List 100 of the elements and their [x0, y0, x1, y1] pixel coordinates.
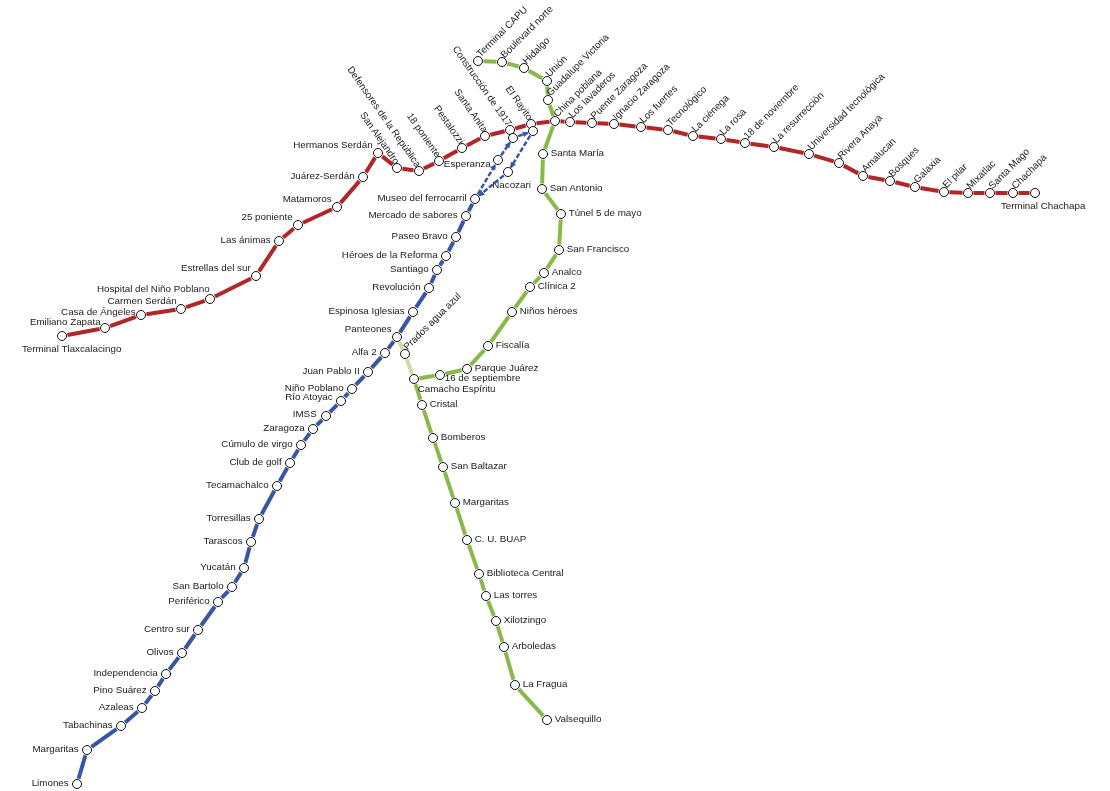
station-name: 16 de septiembre — [444, 372, 521, 383]
line-segment — [442, 148, 459, 161]
station-marker — [527, 125, 538, 136]
line-segment — [214, 276, 252, 299]
line-segment — [489, 129, 506, 137]
station-name: Las ánimas — [220, 234, 271, 245]
line-segment — [597, 121, 609, 126]
station-name: Las torres — [493, 589, 538, 600]
station-name: Clínica 2 — [537, 280, 576, 291]
line-segment — [302, 207, 333, 225]
line-segment — [575, 120, 587, 125]
station-name: Casa de Ángeles — [61, 306, 136, 317]
line-segment — [291, 448, 300, 460]
station-name: Arboledas — [511, 640, 556, 651]
line-segment — [67, 327, 100, 337]
station-name: Museo del ferrocarril — [377, 192, 467, 203]
station-name: Independencia — [93, 667, 158, 678]
line-segment — [423, 161, 435, 171]
arrow — [478, 174, 505, 197]
line-segment — [199, 605, 217, 627]
line-segment — [277, 466, 290, 483]
line-segment — [381, 154, 394, 167]
station-name: IMSS — [292, 408, 317, 419]
station-name: Biblioteca Central — [486, 567, 564, 578]
line-segment — [315, 418, 324, 427]
line-segment — [302, 432, 312, 442]
line-segment — [281, 227, 296, 239]
station-name: Matamoros — [282, 193, 332, 204]
line-segment — [343, 391, 350, 399]
station-name: Panteones — [344, 323, 392, 334]
line-segment — [339, 179, 361, 205]
line-segment — [543, 192, 560, 211]
line-segment — [259, 489, 277, 516]
line-segment — [489, 315, 511, 343]
line-segment — [354, 374, 366, 387]
station-name: Niños héroes — [519, 305, 578, 316]
line-segment — [486, 600, 496, 617]
station-name: Santa María — [550, 147, 605, 158]
line-segment — [619, 122, 636, 129]
station-name: Cúmulo de virgo — [221, 438, 293, 449]
station-name: Margaritas — [462, 496, 509, 507]
line-segment — [465, 136, 482, 148]
station-name: La Fragua — [522, 678, 568, 689]
station-name: Hospital del Niño Poblano — [96, 283, 210, 294]
line-segment — [90, 727, 118, 749]
line-segment — [454, 507, 468, 536]
line-segment — [466, 544, 480, 570]
line-segment — [404, 358, 415, 375]
line-segment — [402, 166, 414, 173]
station-name: Estrellas del sur — [181, 262, 251, 273]
line-segment — [503, 651, 516, 681]
station-name: Tecamachalco — [206, 479, 269, 490]
station-name: Espinosa Iglesias — [328, 305, 405, 316]
arrow — [500, 141, 511, 157]
station-name: Torresillas — [206, 512, 251, 523]
arrow — [517, 131, 529, 138]
station-name: Centro sur — [143, 623, 190, 634]
line-segment — [446, 240, 456, 253]
station-name: Bomberos — [440, 431, 486, 442]
station-name: Nacozari — [492, 179, 531, 190]
line-segment — [750, 141, 769, 149]
station-name: Zaragoza — [263, 422, 305, 433]
station-name: Túnel 5 de mayo — [568, 207, 642, 218]
station-name: Esperanza — [443, 158, 491, 169]
line-segment — [514, 123, 527, 131]
station-name: Parque Juárez — [474, 362, 539, 373]
line-segment — [506, 61, 520, 69]
station-name: C. U. BUAP — [474, 533, 527, 544]
line-segment — [156, 677, 165, 688]
line-segment — [257, 244, 278, 273]
line-segment — [364, 156, 377, 174]
line-segment — [672, 129, 689, 137]
arrow — [476, 163, 497, 195]
line-segment — [386, 340, 396, 350]
station-name: Limones — [31, 777, 69, 788]
station-name: Pino Suárez — [93, 684, 147, 695]
line-segment — [429, 274, 437, 284]
station-name: Azaleas — [98, 701, 134, 712]
station-name: Paseo Bravo — [391, 230, 448, 241]
line-segment — [557, 219, 563, 245]
line-segment — [547, 104, 556, 117]
station-name: Yucatán — [200, 561, 236, 572]
line-segment — [536, 119, 550, 126]
line-segment — [726, 137, 740, 145]
line-segment — [466, 202, 475, 213]
station-name: Río Atoyac — [285, 391, 333, 402]
line-segment — [868, 175, 885, 182]
station-name: Terminal Chachapa — [1000, 200, 1086, 211]
line-segment — [813, 153, 835, 164]
line-segment — [973, 191, 985, 195]
line-segment — [438, 259, 445, 267]
line-segment — [842, 163, 860, 176]
station-name: Carmen Serdán — [107, 295, 177, 306]
line-segment — [545, 253, 558, 270]
line-segment — [109, 315, 137, 328]
station-name: Mercado de sabores — [368, 209, 458, 220]
line-segment — [167, 656, 181, 671]
line-segment — [398, 315, 412, 334]
station-name: Cristal — [429, 398, 458, 409]
station-name: 25 poniente — [241, 211, 293, 222]
